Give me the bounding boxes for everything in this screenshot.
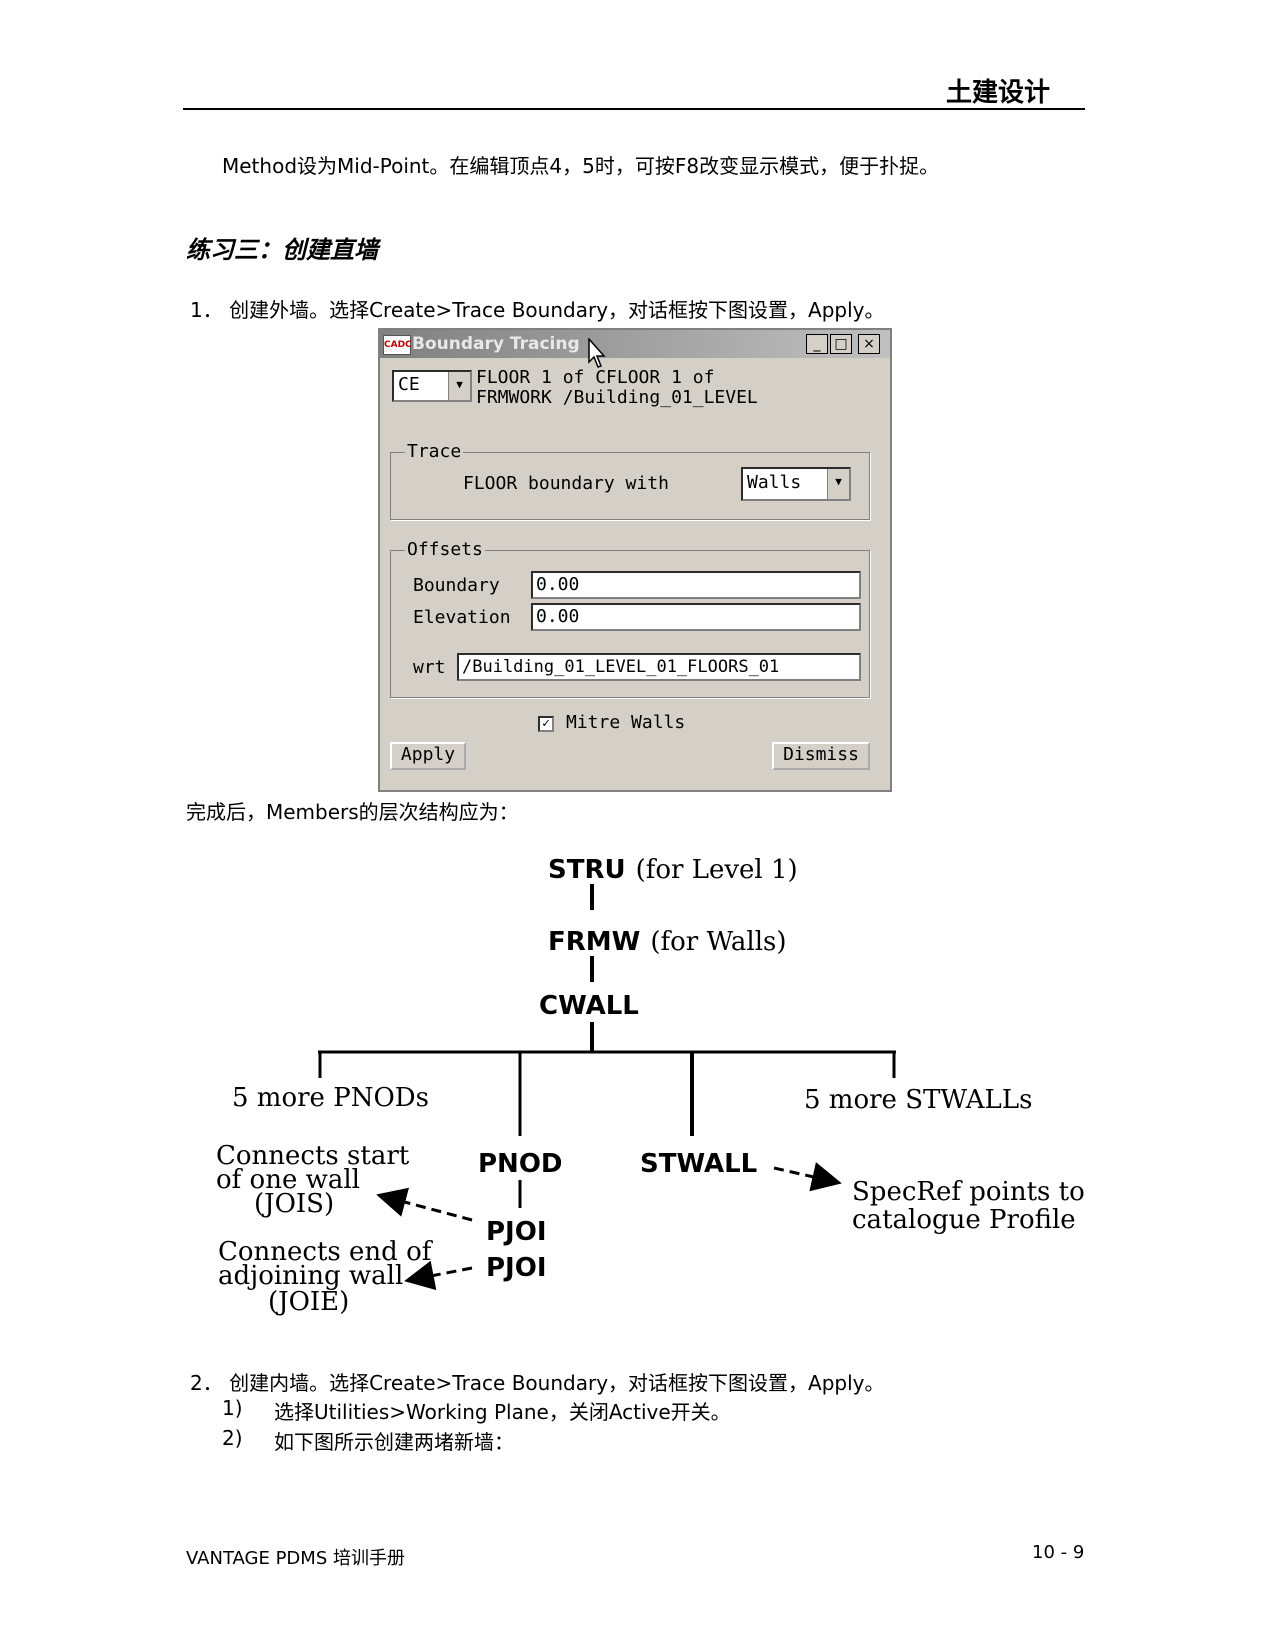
- elevation-offset-input[interactable]: 0.00: [531, 603, 861, 631]
- mitre-walls-label: Mitre Walls: [566, 712, 686, 733]
- label-more-stwalls: 5 more STWALLs: [804, 1085, 1032, 1115]
- trace-with-dropdown[interactable]: Walls ▼: [741, 467, 851, 501]
- sub-step-2-number: 2): [222, 1426, 243, 1450]
- mouse-cursor-icon: [588, 338, 606, 368]
- element-info-line-1: FLOOR 1 of CFLOOR 1 of: [476, 367, 715, 388]
- close-button[interactable]: ×: [858, 334, 880, 354]
- node-stwall: STWALL: [640, 1149, 757, 1179]
- note-end-line-1: Connects end of: [218, 1237, 434, 1267]
- ce-dropdown[interactable]: CE ▼: [392, 370, 472, 402]
- dialog-titlebar[interactable]: CADC Boundary Tracing _ □ ×: [380, 330, 890, 368]
- sub-step-1-text: 选择Utilities>Working Plane，关闭Active开关。: [274, 1400, 731, 1424]
- node-pjoi-1: PJOI: [486, 1217, 547, 1247]
- node-pjoi-2: PJOI: [486, 1253, 547, 1283]
- after-text: 完成后，Members的层次结构应为：: [186, 800, 519, 824]
- trace-label: FLOOR boundary with: [463, 473, 669, 494]
- note-start-line-1: Connects start: [216, 1141, 410, 1171]
- section-title: 练习三：创建直墙: [186, 235, 378, 264]
- page-header-title: 土建设计: [945, 78, 1050, 108]
- label-more-pnods: 5 more PNODs: [232, 1083, 429, 1113]
- node-stru: STRU(for Level 1): [548, 855, 798, 885]
- node-cwall: CWALL: [539, 991, 639, 1021]
- apply-button[interactable]: Apply: [390, 742, 466, 770]
- note-spec-line-2: catalogue Profile: [852, 1205, 1076, 1235]
- arrow-pjoi-jois: [376, 1187, 473, 1222]
- boundary-tracing-dialog: CADC Boundary Tracing _ □ × CE ▼ FLOOR 1…: [378, 328, 892, 792]
- node-frmw: FRMW(for Walls): [548, 927, 787, 957]
- intro-paragraph: Method设为Mid-Point。在编辑顶点4，5时，可按F8改变显示模式，便…: [222, 154, 940, 178]
- ce-dropdown-value: CE: [398, 374, 420, 395]
- element-info-line-2: FRMWORK /Building_01_LEVEL: [476, 387, 758, 408]
- cadc-app-icon: CADC: [383, 335, 412, 355]
- trace-group-label: Trace: [405, 441, 464, 462]
- note-end-line-3: (JOIE): [268, 1287, 349, 1317]
- boundary-label: Boundary: [413, 575, 500, 596]
- elevation-label: Elevation: [413, 607, 511, 628]
- page-number: 10 - 9: [1032, 1542, 1085, 1563]
- wrt-label: wrt: [413, 657, 446, 678]
- wrt-input[interactable]: /Building_01_LEVEL_01_FLOORS_01: [457, 653, 861, 681]
- arrow-stwall-specref: [773, 1162, 842, 1192]
- trace-group: Trace FLOOR boundary with Walls ▼: [390, 441, 870, 520]
- dismiss-button[interactable]: Dismiss: [772, 742, 870, 770]
- note-start-line-3: (JOIS): [254, 1189, 334, 1219]
- boundary-offset-input[interactable]: 0.00: [531, 571, 861, 599]
- step-2-text: 2． 创建内墙。选择Create>Trace Boundary，对话框按下图设置…: [190, 1371, 885, 1395]
- step-1-text: 1． 创建外墙。选择Create>Trace Boundary，对话框按下图设置…: [190, 298, 885, 322]
- header-rule: [183, 108, 1085, 110]
- offsets-group: Offsets Boundary 0.00 Elevation 0.00 wrt…: [390, 539, 870, 698]
- sub-step-2-text: 如下图所示创建两堵新墙：: [274, 1430, 514, 1454]
- sub-step-1-number: 1): [222, 1396, 243, 1420]
- note-spec-line-1: SpecRef points to: [852, 1177, 1085, 1207]
- note-start-line-2: of one wall: [216, 1165, 360, 1195]
- arrow-pjoi-joie: [404, 1260, 473, 1291]
- maximize-button[interactable]: □: [830, 334, 852, 354]
- dialog-title: Boundary Tracing: [412, 334, 580, 354]
- offsets-group-label: Offsets: [405, 539, 485, 560]
- chevron-down-icon[interactable]: ▼: [448, 372, 470, 400]
- node-pnod: PNOD: [478, 1149, 563, 1179]
- footer-left: VANTAGE PDMS 培训手册: [186, 1548, 405, 1569]
- trace-with-value: Walls: [747, 472, 802, 493]
- chevron-down-icon[interactable]: ▼: [827, 469, 849, 499]
- note-end-line-2: adjoining wall: [218, 1261, 403, 1291]
- checkmark-icon: ✓: [542, 716, 550, 731]
- mitre-walls-checkbox[interactable]: ✓: [538, 716, 554, 732]
- minimize-button[interactable]: _: [806, 334, 828, 354]
